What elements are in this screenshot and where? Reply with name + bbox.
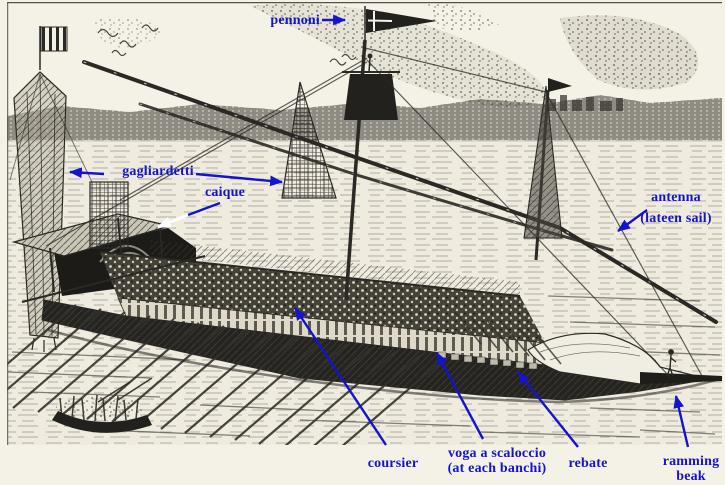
stern-flag	[40, 26, 68, 52]
label-caique: caique	[204, 185, 246, 200]
label-ramming-line1: ramming	[662, 454, 720, 469]
prow	[527, 332, 701, 385]
label-voga-line2: (at each banchi)	[447, 461, 547, 476]
label-ramming-beak: ramming beak	[663, 454, 720, 484]
foremast-pennant	[548, 78, 572, 92]
arrow-voga	[435, 352, 485, 440]
label-antenna-line1: antenna	[651, 190, 701, 205]
label-rebate: rebate	[568, 456, 608, 471]
label-antenna: antenna (lateen sail)	[640, 187, 711, 229]
escort-boat	[52, 377, 153, 433]
masthead-top	[344, 74, 398, 120]
arrow-antenna	[617, 209, 648, 232]
furled-foresail	[523, 85, 563, 239]
arrow-gagliardetti-right	[195, 172, 284, 187]
rowers-deck	[21, 240, 545, 343]
label-pennoni: pennoni	[270, 13, 320, 28]
label-voga: voga a scaloccio (at each banchi)	[448, 446, 547, 476]
label-antenna-line2: (lateen sail)	[640, 211, 712, 226]
lateen-yard-antenna	[82, 60, 718, 324]
bow-oar-slats	[454, 311, 562, 365]
annotation-arrows	[68, 14, 690, 448]
stern-lattice-frame	[89, 181, 129, 249]
waterline-shadow	[47, 328, 717, 404]
distant-buildings	[548, 95, 623, 111]
arrow-coursier	[294, 307, 387, 446]
label-coursier: coursier	[367, 456, 419, 471]
arrow-rebate	[517, 371, 579, 448]
main-mast	[281, 6, 437, 301]
foremast	[523, 78, 572, 261]
arrow-ramming-beak	[673, 394, 690, 448]
arrow-caique-blue	[187, 201, 221, 217]
rigging	[45, 47, 703, 378]
sky-clouds	[94, 2, 699, 107]
label-gagliardetti: gagliardetti	[122, 164, 194, 179]
furled-mainsail	[281, 81, 337, 199]
masthead-pennant	[366, 9, 437, 33]
label-voga-line1: voga a scaloccio	[447, 446, 547, 461]
label-ramming-line2: beak	[676, 469, 706, 484]
arrow-gagliardetti-left	[68, 167, 105, 179]
arrow-caique-white	[156, 213, 189, 229]
birds	[97, 24, 357, 66]
